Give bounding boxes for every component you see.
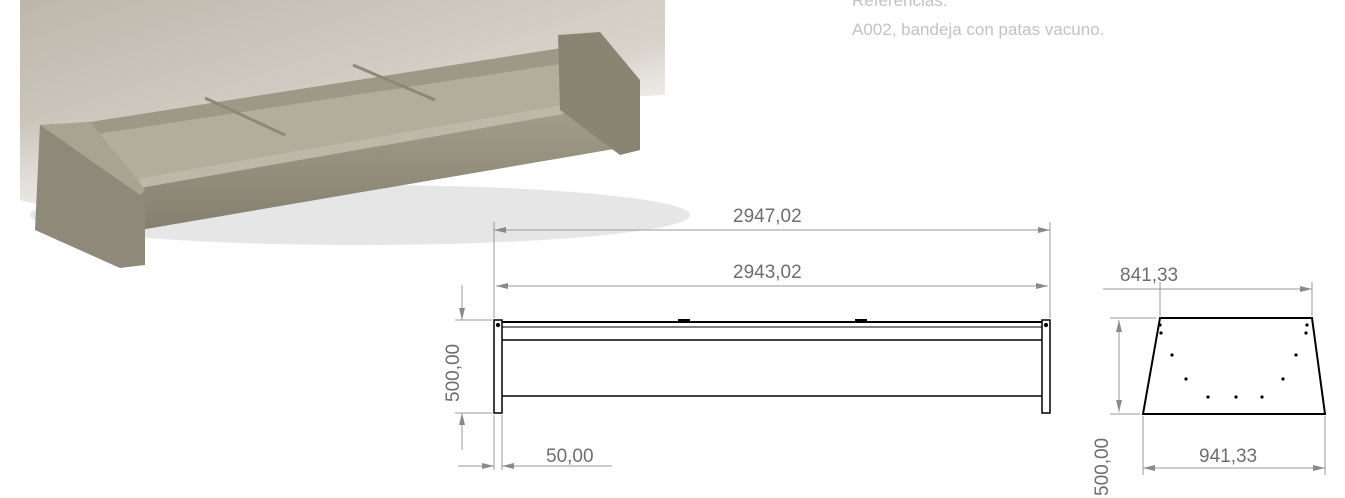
dim-overall-length: 2947,02 (733, 206, 802, 227)
dim-inner-length: 2943,02 (733, 262, 802, 283)
side-profile (1141, 317, 1327, 415)
dim-leg-width: 50,00 (546, 446, 594, 467)
references-item: A002, bandeja con patas vacuno. (852, 20, 1105, 39)
front-view (493, 319, 1051, 414)
right-leg (1041, 319, 1051, 414)
dim-bottom-width: 941,33 (1199, 446, 1257, 467)
dim-top-width: 841,33 (1120, 265, 1178, 286)
dim-height-side: 500,00 (1092, 438, 1113, 496)
side-view (1141, 317, 1327, 415)
references-heading: Referencias: (852, 0, 948, 10)
left-leg (493, 319, 503, 414)
product-photo (0, 0, 700, 290)
dim-height-front: 500,00 (443, 344, 464, 402)
